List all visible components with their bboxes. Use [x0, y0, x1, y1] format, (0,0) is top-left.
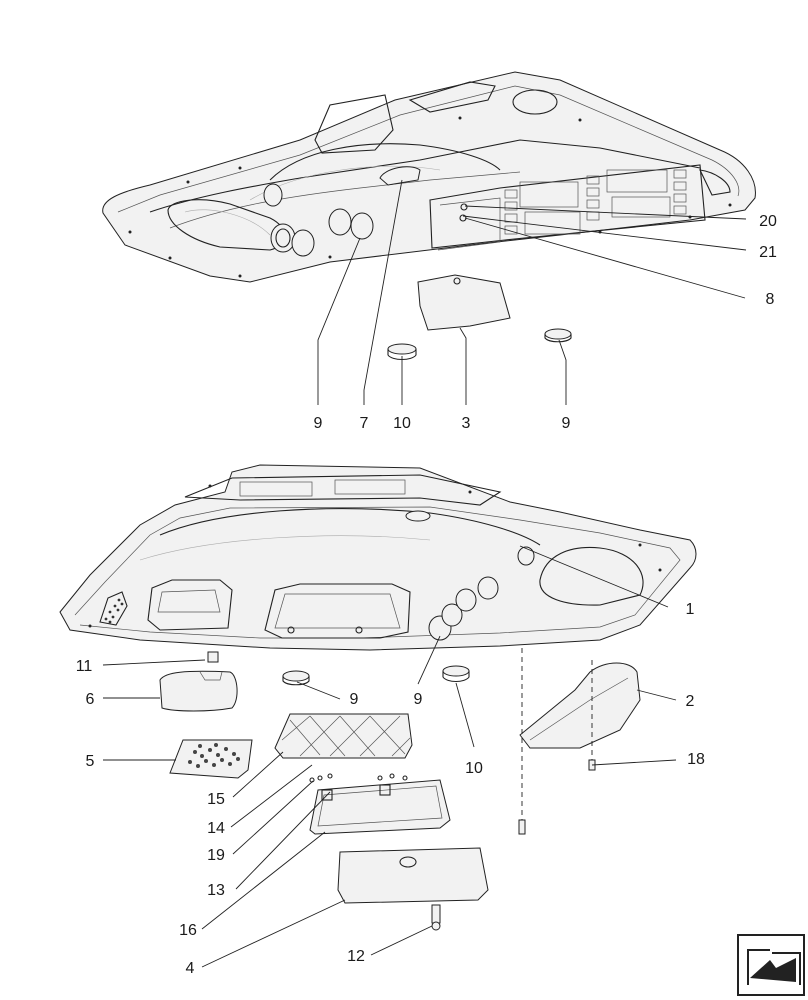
callout-16: 16 [179, 922, 197, 939]
callout-9-bottom-vent: 9 [414, 691, 423, 708]
part-6-lamp-lens [159, 670, 238, 712]
callout-9-bottom-cap: 9 [350, 691, 359, 708]
callout-12: 12 [347, 948, 365, 965]
top-headliner-assembly [102, 71, 756, 283]
callout-21: 21 [759, 244, 777, 261]
part-3-cover [417, 274, 511, 331]
callout-7: 7 [360, 415, 369, 432]
callout-2: 2 [686, 693, 695, 710]
part-2-cover [519, 662, 641, 749]
callout-10-bottom: 10 [465, 760, 483, 777]
callout-9-top-right: 9 [562, 415, 571, 432]
callout-10-top: 10 [393, 415, 411, 432]
part-11-clip [207, 651, 219, 663]
bottom-headliner-assembly [59, 464, 697, 651]
callout-4: 4 [186, 960, 195, 977]
arrow-out-of-box-icon[interactable] [737, 934, 805, 996]
part-9-cap-bottom-left [282, 670, 310, 686]
top-leader-lines [317, 179, 747, 405]
part-5-speaker-grille [169, 739, 253, 779]
bottom-parts [159, 648, 641, 931]
callout-9-top-left: 9 [314, 415, 323, 432]
callout-19: 19 [207, 847, 225, 864]
part-4-cover [337, 847, 489, 904]
callout-14: 14 [207, 820, 225, 837]
part-15-net-mesh [281, 715, 411, 757]
part-12-screw [431, 904, 441, 931]
callout-5: 5 [86, 753, 95, 770]
top-parts [387, 274, 572, 361]
bottom-leader-lines [102, 545, 677, 968]
callout-1: 1 [686, 601, 695, 618]
part-10-cap-bottom [442, 665, 470, 683]
callout-20: 20 [759, 213, 777, 230]
callout-11: 11 [76, 658, 93, 675]
part-5-perforation [188, 743, 240, 768]
part-15-storage-net [274, 713, 413, 759]
callout-6: 6 [86, 691, 95, 708]
part-9-cap-top [544, 328, 572, 343]
callout-18: 18 [687, 751, 705, 768]
callout-3: 3 [462, 415, 471, 432]
bottom-callouts: 1 11 6 9 9 2 5 10 18 15 14 19 13 16 12 4 [76, 601, 705, 977]
callout-15: 15 [207, 791, 225, 808]
callout-8: 8 [766, 291, 775, 308]
callout-13: 13 [207, 882, 225, 899]
top-callouts: 20 21 8 9 7 10 3 9 [314, 213, 777, 432]
